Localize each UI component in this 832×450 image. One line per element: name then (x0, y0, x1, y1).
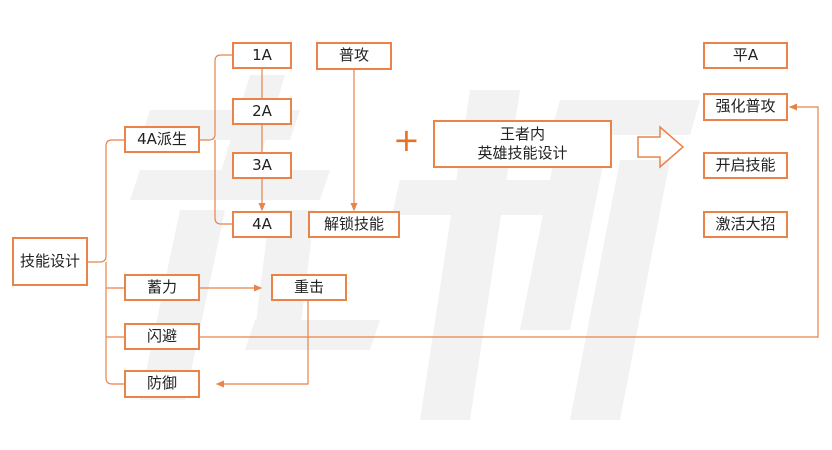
derive-bracket (200, 54, 232, 225)
node-4a-derive: 4A派生 (124, 126, 200, 153)
node-normal-attack: 普攻 (316, 42, 392, 70)
node-defend: 防御 (124, 370, 200, 398)
plus-symbol: + (393, 121, 420, 159)
node-charge: 蓄力 (124, 274, 200, 301)
hollow-arrow-icon (637, 125, 685, 169)
node-1a: 1A (232, 42, 292, 69)
center-line-1: 王者内 (499, 124, 545, 143)
node-4a: 4A (232, 211, 292, 238)
dodge-loop-arrow (200, 103, 819, 338)
node-2a: 2A (232, 98, 292, 125)
center-line-2: 英雄技能设计 (477, 144, 568, 162)
node-dodge: 闪避 (124, 323, 200, 350)
node-3a: 3A (232, 152, 292, 179)
node-heavy-attack: 重击 (271, 274, 347, 301)
node-skill-design: 技能设计 (12, 237, 88, 286)
root-bracket (88, 139, 124, 385)
node-unlock-skill: 解锁技能 (308, 211, 400, 238)
node-hero-skill-design: 王者内 英雄技能设计 (433, 120, 612, 168)
node-open-skill: 开启技能 (703, 152, 788, 179)
node-basic-attack: 平A (703, 42, 788, 69)
heavy-to-defend-arrow (215, 301, 309, 388)
node-activate-ultimate: 激活大招 (703, 211, 788, 238)
node-enhanced-attack: 强化普攻 (703, 93, 788, 121)
